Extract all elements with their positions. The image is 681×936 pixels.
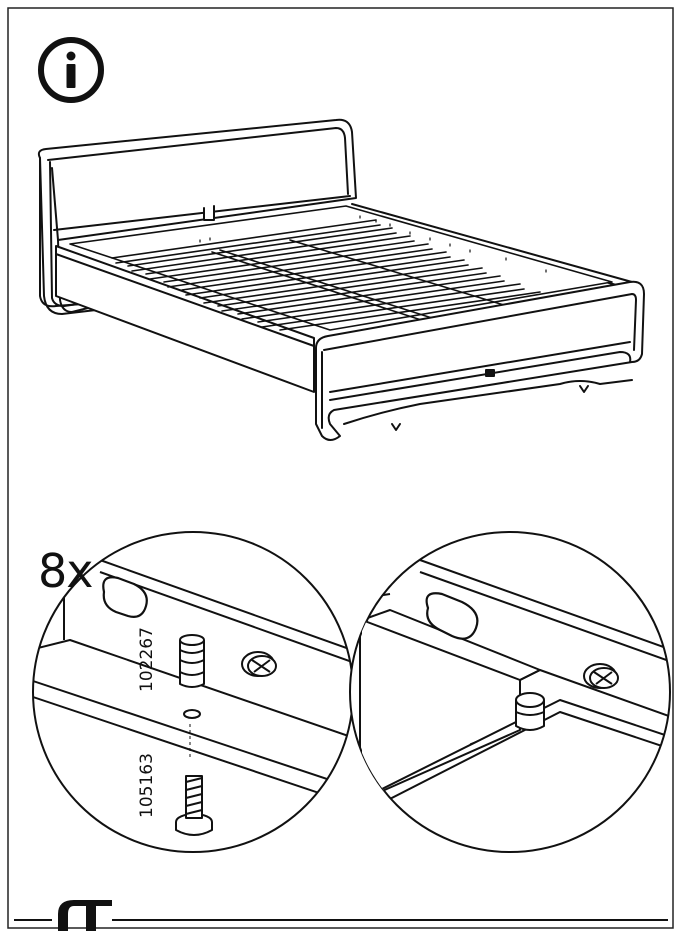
bed-slats [69, 205, 613, 331]
info-icon [38, 37, 104, 103]
page-border [7, 7, 674, 929]
part-number-label: 102267 [137, 627, 157, 692]
bed-illustration [37, 118, 645, 441]
detail-circle-right [349, 531, 671, 853]
brand-mark-icon [14, 900, 668, 931]
quantity-label: 8x [38, 544, 93, 598]
part-number-label: 105163 [137, 753, 157, 818]
